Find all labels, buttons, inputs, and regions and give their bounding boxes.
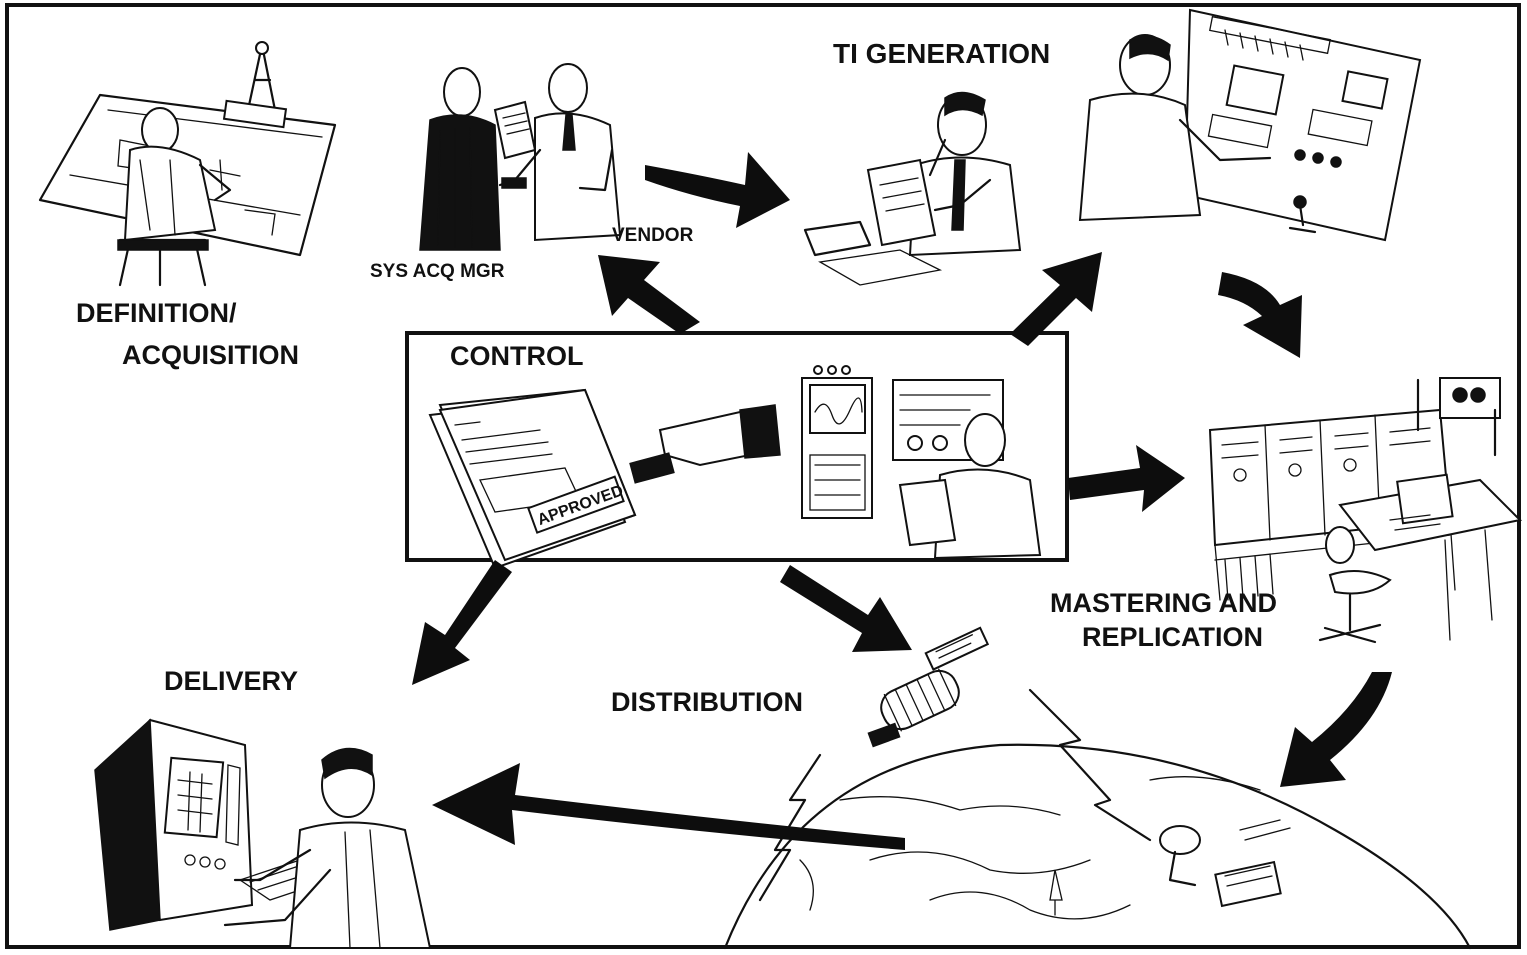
definition-label-line2: ACQUISITION <box>122 340 299 370</box>
arrow-control-to-mastering <box>1068 445 1185 512</box>
arrow-to-delivery <box>432 763 905 850</box>
arrow-control-to-ti-generation <box>1010 252 1102 346</box>
arrow-to-distribution <box>1280 672 1392 787</box>
arrow-control-to-acquisition <box>598 255 700 334</box>
flow-arrows <box>412 152 1392 850</box>
delivery-label: DELIVERY <box>164 666 298 696</box>
control-label: CONTROL <box>450 341 583 371</box>
ti-generation-label: TI GENERATION <box>833 38 1050 69</box>
mastering-label-line1: MASTERING AND <box>1050 588 1277 618</box>
vendor-handshake-illustration <box>419 63 622 251</box>
arrow-control-to-delivery <box>412 560 512 685</box>
delivery-illustration <box>94 718 432 949</box>
arrow-to-mastering <box>1218 272 1302 358</box>
ti-console-illustration <box>1078 8 1422 242</box>
definition-illustration <box>38 41 337 287</box>
distribution-illustration <box>723 626 1472 950</box>
arrow-control-to-distribution <box>780 565 912 652</box>
mastering-illustration <box>1208 377 1523 644</box>
distribution-label: DISTRIBUTION <box>611 687 803 717</box>
vendor-label: VENDOR <box>612 225 694 246</box>
ti-generation-illustration <box>803 91 1022 286</box>
definition-label-line1: DEFINITION/ <box>76 298 237 328</box>
control-approval-illustration: APPROVED <box>428 365 1042 570</box>
sys-acq-mgr-label: SYS ACQ MGR <box>370 261 505 282</box>
mastering-label-line2: REPLICATION <box>1082 622 1263 652</box>
arrow-to-ti-generation <box>645 152 790 228</box>
